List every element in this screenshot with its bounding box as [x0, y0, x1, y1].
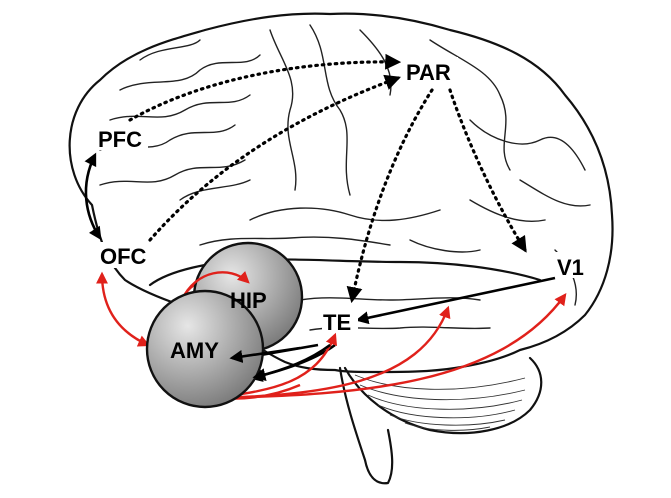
par-to-te-pathway	[346, 88, 434, 304]
te-label: TE	[323, 310, 351, 335]
amy-label: AMY	[170, 338, 219, 363]
ofc-amy-pathway	[96, 271, 151, 347]
v1-label-bg	[556, 252, 592, 278]
par-label-bg	[404, 57, 458, 83]
ofc-label-bg	[98, 242, 156, 268]
te-to-amy-arrow-upper	[229, 346, 301, 363]
ofc-label: OFC	[100, 244, 147, 269]
par-label: PAR	[406, 60, 451, 85]
v1-to-te-pathway	[355, 276, 556, 325]
hip-label: HIP	[230, 288, 267, 313]
pfc-ofc-pathway	[84, 152, 102, 241]
cortical-gyri	[99, 24, 591, 331]
region-labels: PFC PAR OFC HIP TE AMY V1	[96, 57, 592, 363]
v1-label: V1	[557, 255, 584, 280]
amy-node	[145, 289, 265, 409]
cerebellum	[338, 356, 543, 485]
ofc-to-par-pathway	[148, 74, 402, 242]
amy-to-v1-pathway	[214, 293, 567, 400]
te-label-bg	[322, 306, 358, 332]
pfc-label-bg	[96, 124, 148, 150]
amy-to-hip-arc	[180, 271, 250, 301]
par-to-v1-pathway	[448, 88, 527, 253]
te-to-amy-arrow-lower	[252, 343, 331, 381]
pfc-label: PFC	[98, 127, 142, 152]
dotted-pathways	[128, 53, 527, 304]
pfc-to-par-pathway	[128, 53, 402, 122]
